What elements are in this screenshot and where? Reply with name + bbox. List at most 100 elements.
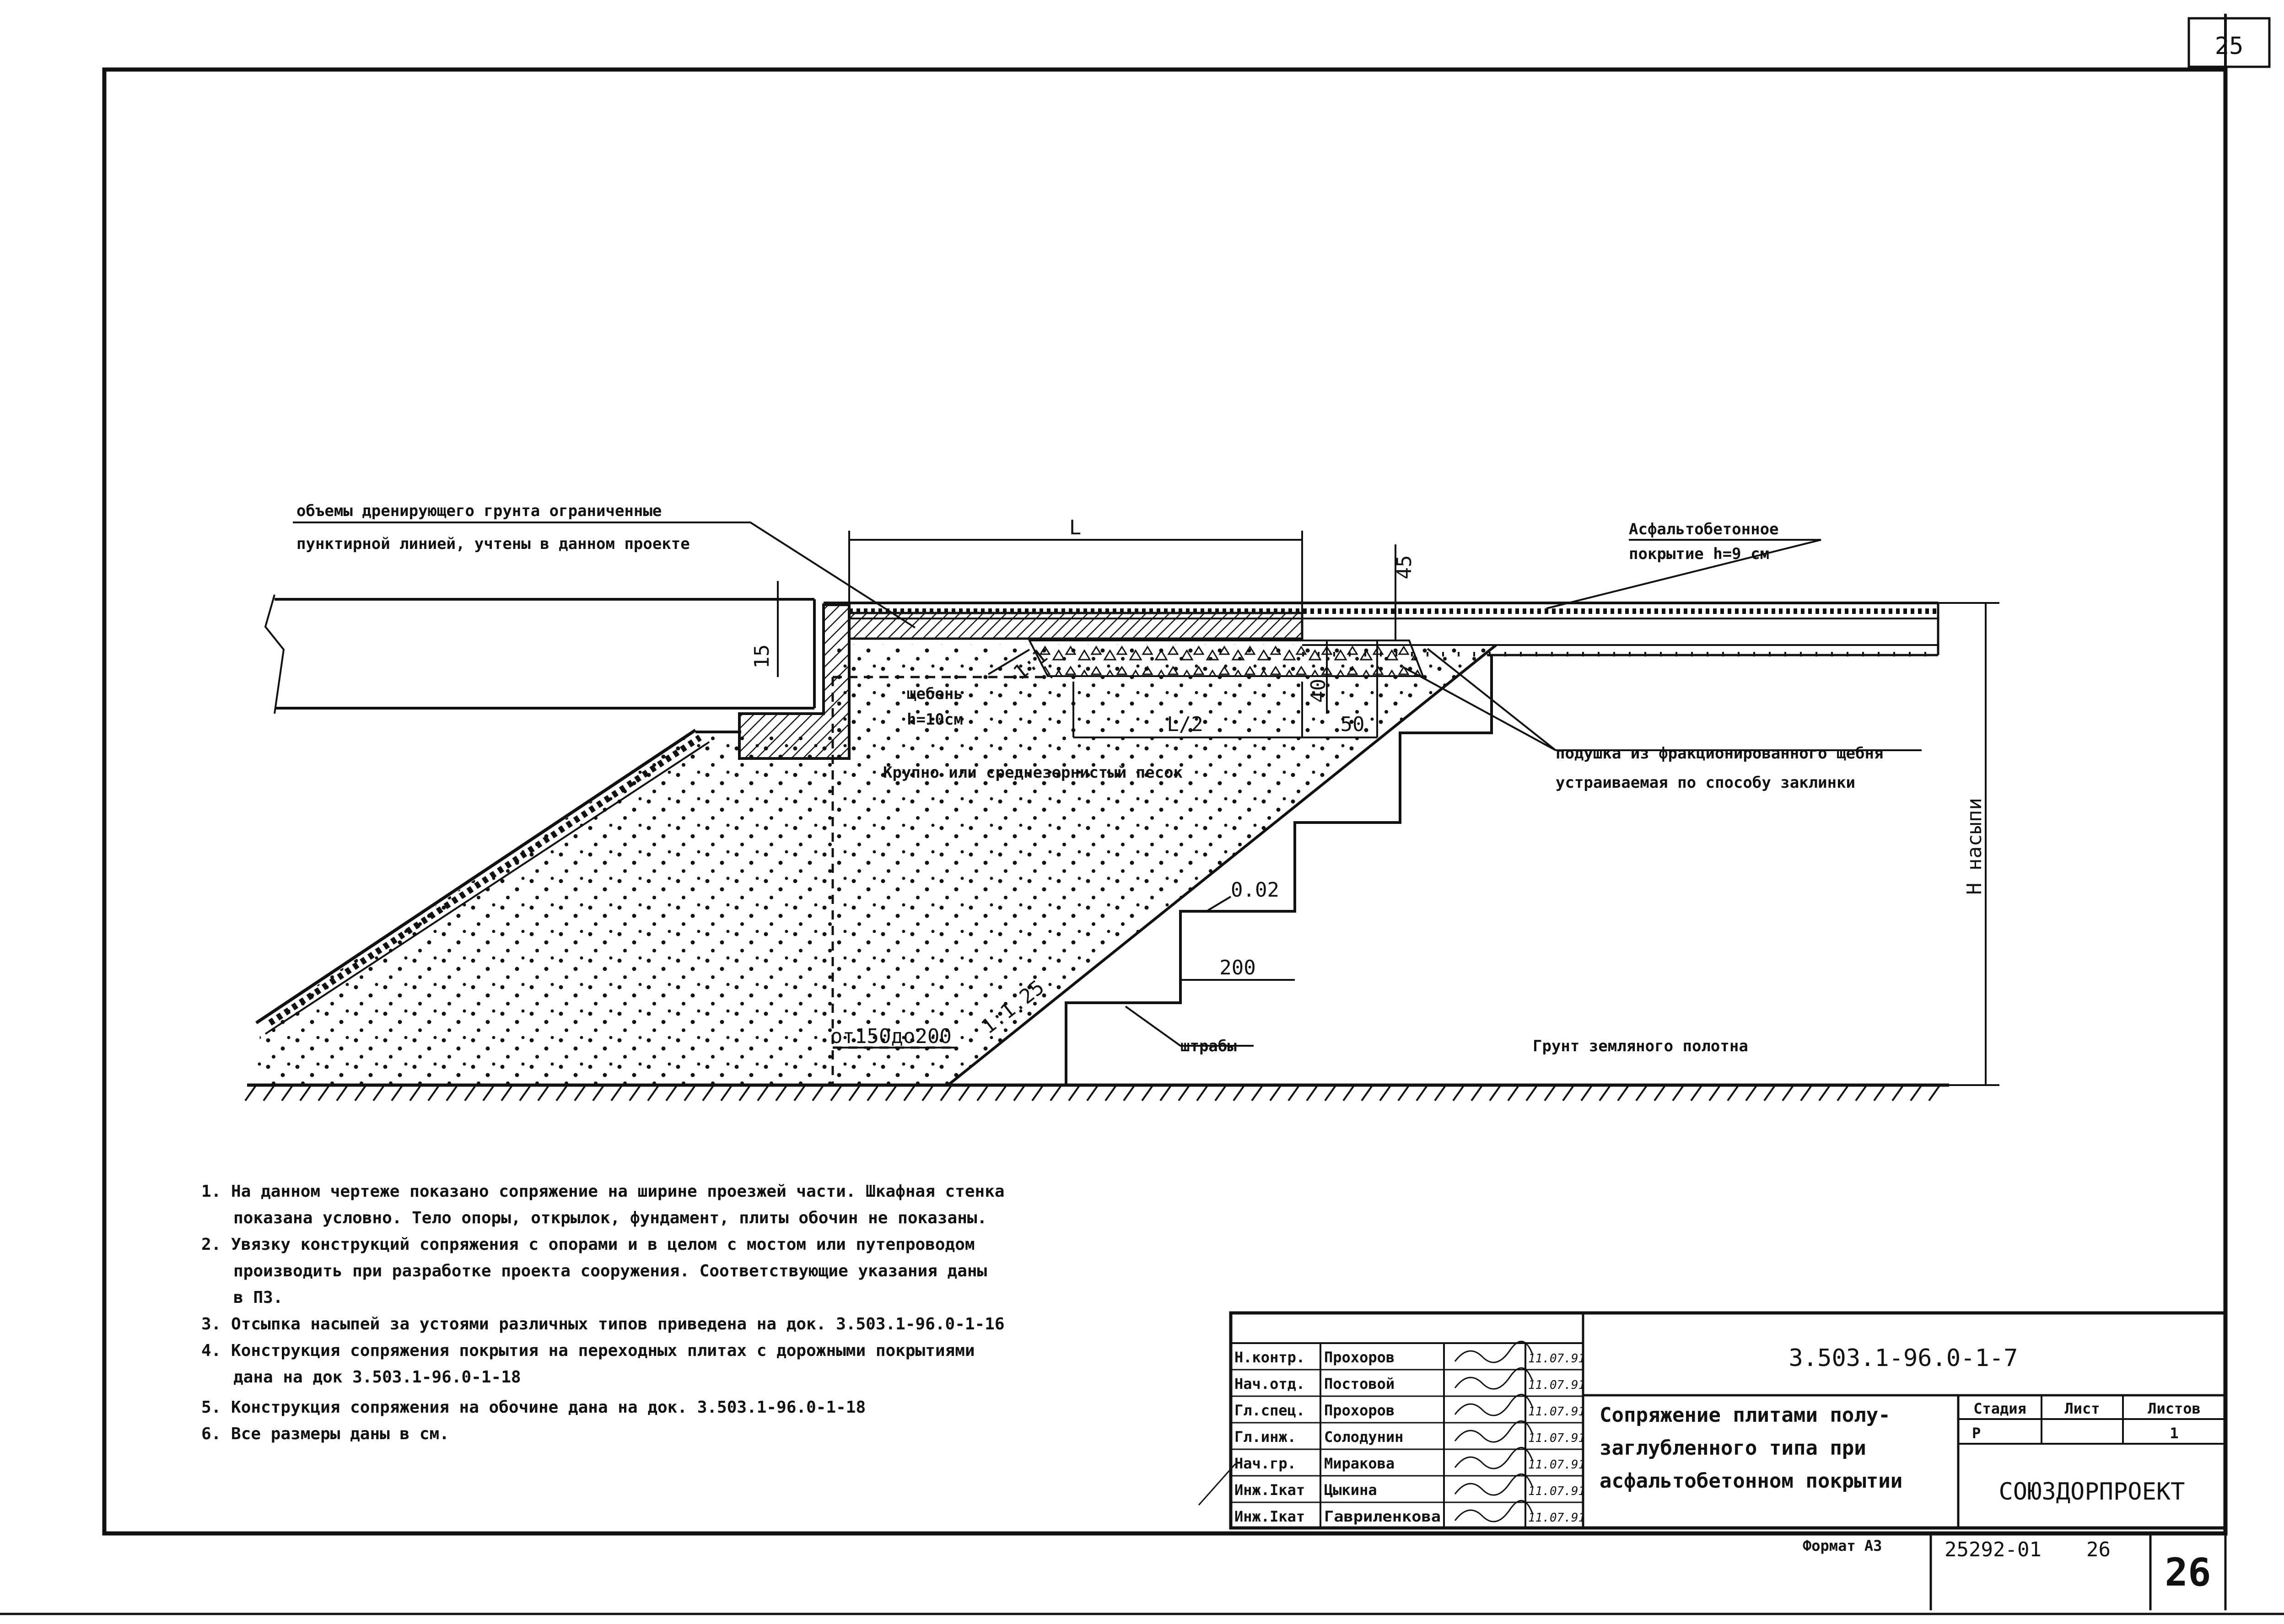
sheets-value: 1 (2170, 1425, 2178, 1442)
svg-text:Цыкина: Цыкина (1324, 1481, 1377, 1499)
svg-text:Прохоров: Прохоров (1324, 1349, 1395, 1366)
sheets-header: Листов (2148, 1400, 2201, 1417)
dimension-half-L (1072, 544, 1396, 738)
dim-40-label: 40 (1307, 679, 1330, 703)
dim-45-label: 45 (1393, 555, 1416, 580)
transition-slab (848, 612, 1304, 640)
bridge-deck (264, 594, 816, 714)
format-label: Формат А3 (1803, 1537, 1882, 1554)
organization-name: СОЮЗДОРПРОЕКТ (1999, 1478, 2185, 1506)
dim-50-label: 50 (1341, 713, 1365, 736)
archive-number: 25292-01 (1945, 1538, 2042, 1561)
sand-label: Крупно или среднезернистый песок (883, 764, 1183, 782)
svg-text:11.07.91: 11.07.91 (1528, 1484, 1585, 1498)
bench-steps (1065, 655, 1493, 1085)
note-line: производить при разработке проекта соору… (233, 1262, 987, 1280)
embankment-height-label: Н насыпи (1963, 798, 1986, 895)
document-code: 3.503.1-96.0-1-7 (1789, 1344, 2018, 1372)
signature-mark (1454, 1500, 1534, 1522)
svg-text:Постовой: Постовой (1324, 1375, 1395, 1393)
svg-text:Гавриленкова: Гавриленкова (1324, 1508, 1441, 1525)
subgrade-label: Грунт земляного полотна (1533, 1037, 1748, 1055)
sheet-header: Лист (2064, 1400, 2100, 1417)
cross-section-drawing: L L/2 50 40 45 15 Н насыпи (244, 502, 1999, 1102)
embankment-sand-fill (256, 644, 1496, 1085)
note-line: показана условно. Тело опоры, открылок, … (233, 1209, 987, 1227)
drainage-note-line1: объемы дренирующего грунта ограниченные (296, 502, 662, 520)
svg-text:Н.контр.: Н.контр. (1234, 1349, 1305, 1366)
signer-row: Нач.отд. Постовой 11.07.91 (1234, 1367, 1585, 1393)
asphalt-label-line1: Асфальтобетонное (1629, 520, 1779, 538)
gravel-label-line2: h=10см (907, 710, 963, 729)
drawing-title-line3: асфальтобетонном покрытии (1600, 1469, 1902, 1493)
signer-row: Инж.Iкат Цыкина 11.07.91 (1234, 1473, 1585, 1499)
dim-200-label: 200 (1219, 956, 1255, 979)
cushion-label-line1: подушка из фракционированного щебня (1556, 744, 1883, 763)
svg-text:Нач.отд.: Нач.отд. (1234, 1375, 1305, 1393)
svg-text:Инж.Iкат: Инж.Iкат (1234, 1481, 1305, 1499)
note-line: 6. Все размеры даны в см. (201, 1425, 449, 1443)
drawing-title-line2: заглубленного типа при (1600, 1436, 1866, 1460)
corner-page-number: 25 (2215, 32, 2244, 60)
dimension-200 (833, 979, 1295, 1049)
svg-text:Миракова: Миракова (1324, 1455, 1395, 1472)
stage-value: Р (1972, 1425, 1981, 1442)
steps-label: штрабы (1180, 1037, 1237, 1055)
signer-row: Нач.гр. Миракова 11.07.91 (1234, 1447, 1585, 1472)
general-notes: 1. На данном чертеже показано сопряжение… (201, 1182, 1005, 1443)
asphalt-label-line2: покрытие h=9 см (1629, 545, 1769, 563)
signer-row: Гл.спец. Прохоров 11.07.91 (1234, 1393, 1585, 1419)
dim-L-label: L (1069, 516, 1082, 539)
dim-half-L-label: L/2 (1167, 713, 1203, 736)
svg-text:11.07.91: 11.07.91 (1528, 1458, 1585, 1472)
stage-header: Стадия (1973, 1400, 2026, 1417)
svg-text:Солодунин: Солодунин (1324, 1428, 1403, 1446)
note-line: 1. На данном чертеже показано сопряжение… (201, 1182, 1005, 1201)
dimension-H (1938, 602, 1999, 1086)
gravel-label-line1: щебень (907, 685, 963, 703)
svg-text:Гл.спец.: Гл.спец. (1234, 1402, 1305, 1419)
signature-mark (1454, 1393, 1534, 1416)
signature-mark (1454, 1340, 1534, 1363)
sheet-frame (0, 14, 2284, 1615)
archive-sheet: 26 (2086, 1538, 2111, 1561)
slope-0-02-mark (1207, 896, 1232, 911)
signature-mark (1454, 1447, 1534, 1469)
svg-text:Нач.гр.: Нач.гр. (1234, 1455, 1296, 1472)
note-line: 5. Конструкция сопряжения на обочине дан… (201, 1398, 866, 1417)
signature-mark (1454, 1367, 1534, 1390)
dim-from-to-label: от150до200 (830, 1025, 952, 1048)
page-number: 26 (2165, 1550, 2211, 1595)
signature-mark (1454, 1473, 1534, 1496)
slope-0-02-label: 0.02 (1231, 878, 1279, 902)
title-block: Н.контр. Прохоров 11.07.91 Нач.отд. Пост… (1198, 1311, 2227, 1610)
svg-text:Гл.инж.: Гл.инж. (1234, 1428, 1296, 1446)
drawing-title-line1: Сопряжение плитами полу- (1600, 1404, 1891, 1427)
note-line: 2. Увязку конструкций сопряжения с опора… (201, 1235, 975, 1254)
svg-text:Прохоров: Прохоров (1324, 1402, 1395, 1419)
note-line: дана на док 3.503.1-96.0-1-18 (233, 1368, 521, 1387)
slope-line (947, 644, 1497, 1086)
svg-text:11.07.91: 11.07.91 (1528, 1431, 1585, 1445)
note-line: 3. Отсыпка насыпей за устоями различных … (201, 1315, 1005, 1334)
gravel-cushion (1028, 640, 1424, 677)
svg-text:11.07.91: 11.07.91 (1528, 1378, 1585, 1392)
signer-row: Н.контр. Прохоров 11.07.91 (1234, 1340, 1585, 1366)
signer-row: Инж.Iкат Гавриленкова 11.07.91 (1234, 1500, 1585, 1525)
signature-mark (1454, 1420, 1534, 1443)
note-line: 4. Конструкция сопряжения покрытия на пе… (201, 1341, 975, 1360)
drainage-note-line2: пунктирной линией, учтены в данном проек… (296, 535, 690, 553)
ground-line (244, 1083, 1949, 1102)
signer-row: Гл.инж. Солодунин 11.07.91 (1234, 1420, 1585, 1446)
svg-text:Инж.Iкат: Инж.Iкат (1234, 1508, 1305, 1525)
leader-lines (293, 522, 1922, 1047)
svg-text:11.07.91: 11.07.91 (1528, 1352, 1585, 1366)
note-line: в ПЗ. (233, 1288, 283, 1307)
slope-protection-layer (255, 729, 741, 1035)
svg-text:11.07.91: 11.07.91 (1528, 1511, 1585, 1525)
svg-text:11.07.91: 11.07.91 (1528, 1405, 1585, 1419)
dim-15-label: 15 (750, 645, 774, 669)
asphalt-pavement (824, 602, 1939, 656)
cushion-label-line2: устраиваемая по способу заклинки (1556, 774, 1855, 792)
